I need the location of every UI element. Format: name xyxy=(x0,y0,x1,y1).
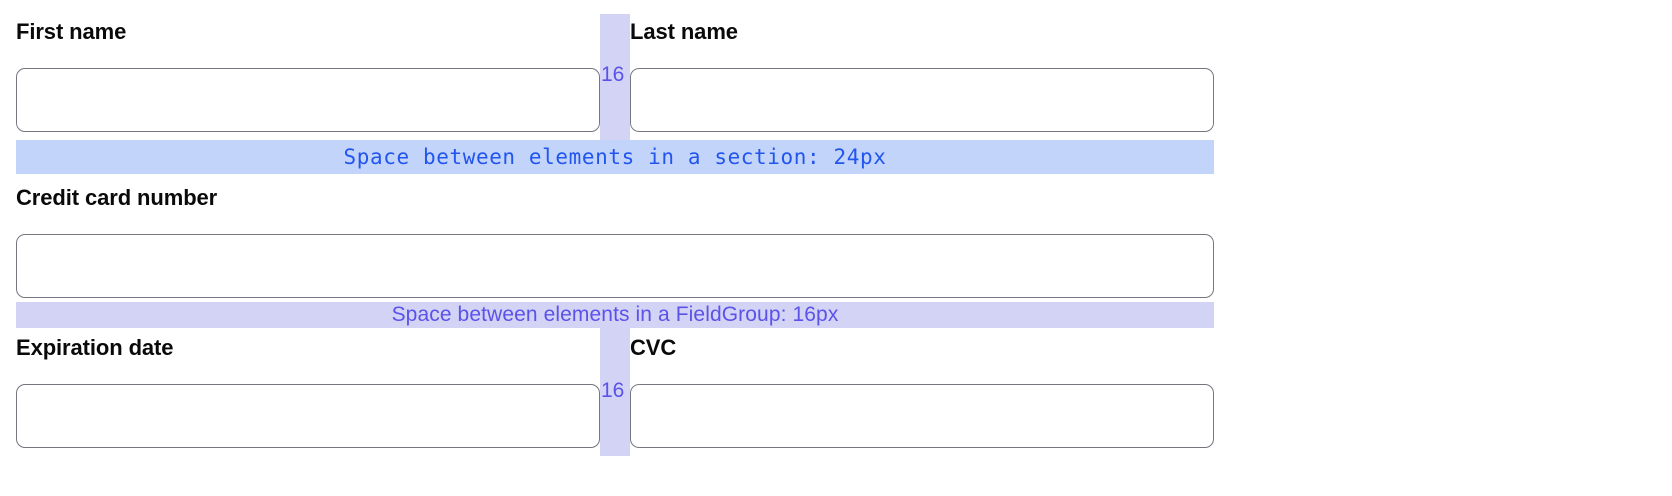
fieldgroup-spacing-band: Space between elements in a FieldGroup: … xyxy=(16,302,1214,328)
field-last-name: Last name xyxy=(630,18,1214,46)
last-name-input[interactable] xyxy=(630,68,1214,132)
field-wrapper-expiration-date xyxy=(16,384,600,448)
field-label-expiration-date: Expiration date xyxy=(16,335,174,360)
field-wrapper-credit-card-number xyxy=(16,234,1214,298)
section-spacing-band: Space between elements in a section: 24p… xyxy=(16,140,1214,174)
column-gap-marker-row-3 xyxy=(600,328,630,456)
field-label-last-name: Last name xyxy=(630,19,738,44)
field-wrapper-cvc xyxy=(630,384,1214,448)
column-gap-label-row-1: 16 xyxy=(601,63,625,86)
field-label-cvc: CVC xyxy=(630,335,677,360)
field-credit-card-number: Credit card number xyxy=(16,184,1214,212)
field-label-credit-card-number: Credit card number xyxy=(16,185,218,210)
section-spacing-label: Space between elements in a section: 24p… xyxy=(343,145,887,169)
column-gap-marker-row-1 xyxy=(600,14,630,140)
cvc-input[interactable] xyxy=(630,384,1214,448)
fieldgroup-spacing-label: Space between elements in a FieldGroup: … xyxy=(391,303,839,326)
field-expiration-date: Expiration date xyxy=(16,334,600,362)
first-name-input[interactable] xyxy=(16,68,600,132)
field-cvc: CVC xyxy=(630,334,1214,362)
credit-card-number-input[interactable] xyxy=(16,234,1214,298)
field-wrapper-last-name xyxy=(630,68,1214,132)
field-wrapper-first-name xyxy=(16,68,600,132)
field-label-first-name: First name xyxy=(16,19,127,44)
column-gap-label-row-3: 16 xyxy=(601,379,625,402)
field-first-name: First name xyxy=(16,18,600,46)
expiration-date-input[interactable] xyxy=(16,384,600,448)
